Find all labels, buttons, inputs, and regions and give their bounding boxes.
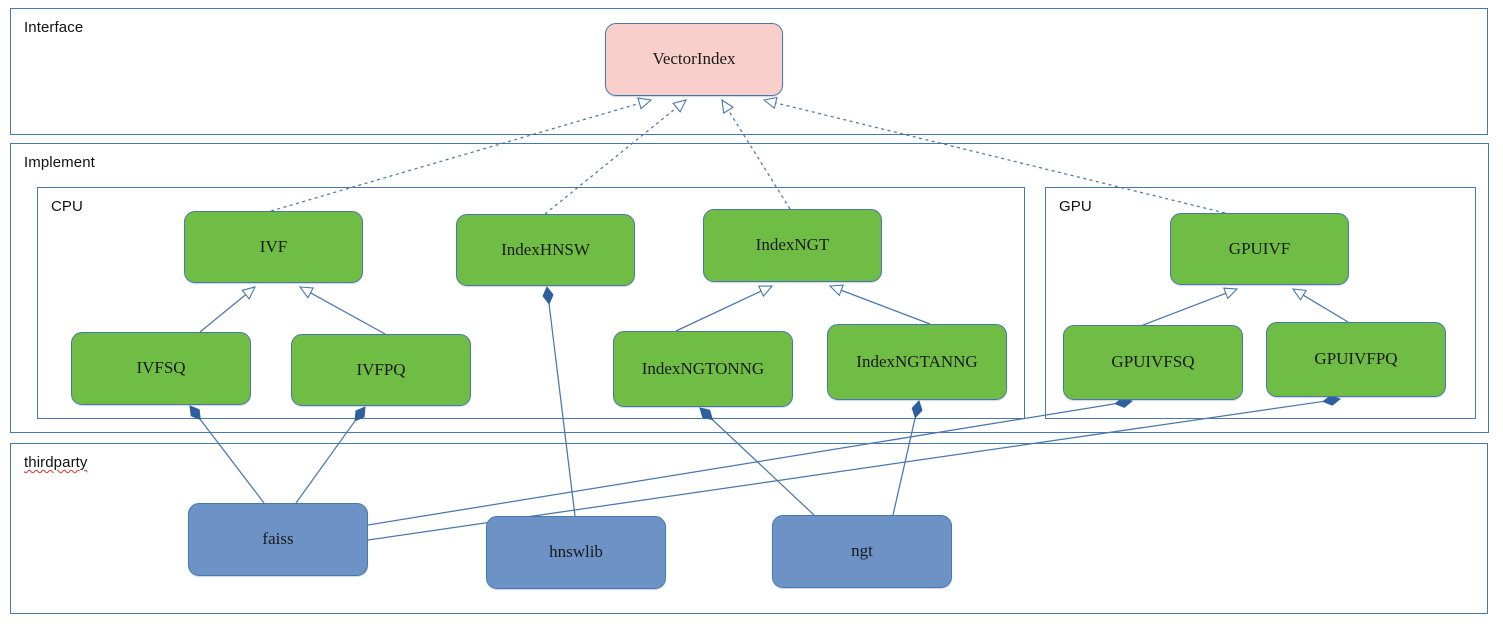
node-gpuivf[interactable]: GPUIVF xyxy=(1170,213,1349,285)
node-label: IndexNGTANNG xyxy=(856,351,978,371)
node-gpuivfpq[interactable]: GPUIVFPQ xyxy=(1266,322,1446,397)
node-ivfpq[interactable]: IVFPQ xyxy=(291,334,471,406)
node-ngt[interactable]: ngt xyxy=(772,515,952,588)
node-label: hnswlib xyxy=(549,542,603,562)
group-interface-label: Interface xyxy=(24,19,84,36)
node-label: ngt xyxy=(851,541,873,561)
node-label: GPUIVF xyxy=(1228,238,1291,258)
node-vectorindex[interactable]: VectorIndex xyxy=(605,23,783,96)
node-ivf[interactable]: IVF xyxy=(184,211,363,283)
node-faiss[interactable]: faiss xyxy=(188,503,368,576)
node-indexhnsw[interactable]: IndexHNSW xyxy=(456,214,635,286)
node-label: IVFPQ xyxy=(356,359,406,379)
node-indexngtanng[interactable]: IndexNGTANNG xyxy=(827,324,1007,400)
node-label: GPUIVFSQ xyxy=(1111,352,1195,372)
node-gpuivfsq[interactable]: GPUIVFSQ xyxy=(1063,325,1243,400)
group-cpu-label: CPU xyxy=(51,198,83,215)
node-hnswlib[interactable]: hnswlib xyxy=(486,516,666,589)
node-label: GPUIVFPQ xyxy=(1314,349,1398,369)
node-label: IndexNGT xyxy=(755,235,830,255)
node-label: IndexHNSW xyxy=(501,239,590,259)
node-label: IndexNGTONNG xyxy=(641,358,765,378)
node-indexngt[interactable]: IndexNGT xyxy=(703,209,882,282)
node-label: IVF xyxy=(259,236,288,256)
group-implement-label: Implement xyxy=(24,154,95,171)
group-thirdparty-label: thirdparty xyxy=(24,454,88,471)
node-indexngtonng[interactable]: IndexNGTONNG xyxy=(613,331,793,407)
node-label: VectorIndex xyxy=(652,49,736,69)
group-gpu-label: GPU xyxy=(1059,198,1092,215)
node-ivfsq[interactable]: IVFSQ xyxy=(71,332,251,405)
node-label: IVFSQ xyxy=(136,358,186,378)
node-label: faiss xyxy=(262,529,294,549)
